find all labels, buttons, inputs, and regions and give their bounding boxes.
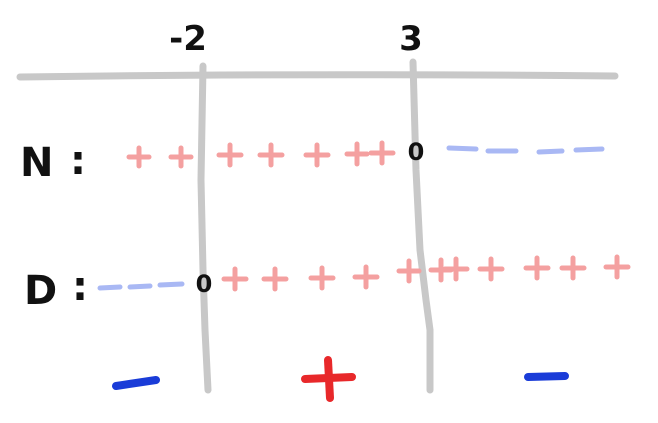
plus-mark xyxy=(168,145,194,169)
minus-mark xyxy=(446,145,479,152)
plus-mark xyxy=(344,141,370,167)
numerator-label: N xyxy=(20,140,53,186)
plus-mark xyxy=(221,266,249,292)
minus-mark xyxy=(536,148,565,155)
denominator-separator: : xyxy=(72,264,88,310)
critical-point-label-right: 3 xyxy=(399,19,423,59)
plus-mark xyxy=(303,142,331,168)
denominator-label: D xyxy=(24,268,57,314)
plus-mark xyxy=(368,140,396,166)
plus-mark xyxy=(442,256,470,282)
plus-mark xyxy=(523,255,551,281)
minus-mark xyxy=(573,146,605,153)
minus-mark xyxy=(157,281,185,288)
plus-mark xyxy=(308,265,336,291)
denominator-signs-before-left xyxy=(97,281,185,291)
numerator-row-label: N : xyxy=(20,138,86,186)
vertical-line-right xyxy=(409,58,434,394)
minus-mark xyxy=(97,284,123,291)
plus-mark xyxy=(352,264,380,290)
plus-mark xyxy=(257,142,285,168)
minus-mark xyxy=(127,283,153,290)
numerator-signs-before-left xyxy=(126,145,194,169)
plus-mark xyxy=(126,145,152,169)
vertical-line-left xyxy=(197,62,212,394)
result-sign-before-left xyxy=(112,376,160,390)
plus-mark xyxy=(396,258,422,284)
plus-mark xyxy=(477,256,505,282)
plus-mark xyxy=(261,266,289,292)
result-sign-after-right xyxy=(524,372,569,381)
denominator-signs-between xyxy=(221,258,422,292)
plus-mark xyxy=(216,142,244,168)
denominator-row-label: D : xyxy=(24,264,88,314)
numerator-separator: : xyxy=(70,138,86,184)
critical-point-label-left: -2 xyxy=(169,19,207,59)
denominator-zero-marker: 0 xyxy=(196,270,213,298)
numerator-signs-between xyxy=(216,140,396,168)
horizontal-axis-line xyxy=(16,71,619,81)
numerator-signs-after-right xyxy=(446,145,605,155)
plus-mark xyxy=(559,255,587,281)
result-sign-between xyxy=(301,356,356,402)
plus-mark xyxy=(603,254,631,280)
numerator-zero-marker: 0 xyxy=(408,138,425,166)
denominator-signs-after-right xyxy=(428,254,631,283)
